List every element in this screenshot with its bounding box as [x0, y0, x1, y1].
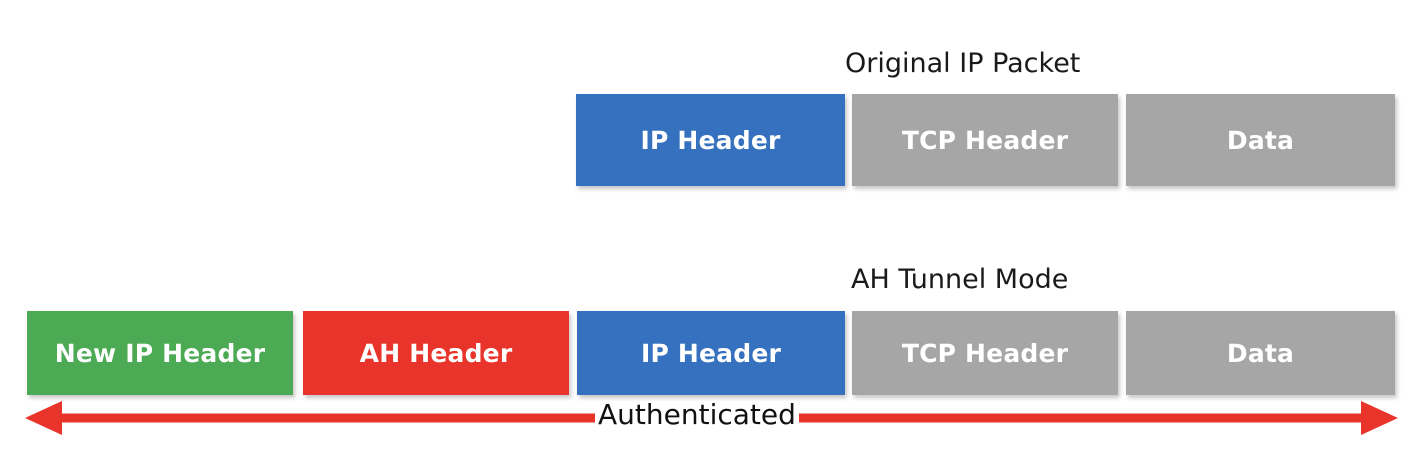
box-label-new-ip-header: New IP Header [54, 338, 266, 368]
box-ah-header: AH Header [303, 311, 569, 395]
box-tcp-header-tunnel: TCP Header [852, 311, 1118, 395]
authenticated-label: Authenticated [595, 401, 799, 429]
box-label-ah-header: AH Header [359, 338, 513, 368]
box-data-original: Data [1126, 94, 1395, 186]
box-label-data-tunnel: Data [1226, 338, 1295, 368]
box-ip-header-original: IP Header [576, 94, 845, 186]
box-label-data-original: Data [1226, 125, 1295, 155]
box-data-tunnel: Data [1126, 311, 1395, 395]
caption-ah-tunnel-mode: AH Tunnel Mode [851, 264, 1069, 295]
caption-original-ip-packet: Original IP Packet [845, 48, 1081, 79]
box-label-ip-header-tunnel: IP Header [640, 338, 782, 368]
box-ip-header-tunnel: IP Header [577, 311, 845, 395]
box-new-ip-header: New IP Header [27, 311, 293, 395]
box-tcp-header-original: TCP Header [852, 94, 1118, 186]
box-label-tcp-header-tunnel: TCP Header [901, 338, 1069, 368]
box-label-tcp-header-original: TCP Header [901, 125, 1069, 155]
box-label-ip-header-original: IP Header [640, 125, 781, 155]
authenticated-span: Authenticated [0, 398, 1416, 448]
